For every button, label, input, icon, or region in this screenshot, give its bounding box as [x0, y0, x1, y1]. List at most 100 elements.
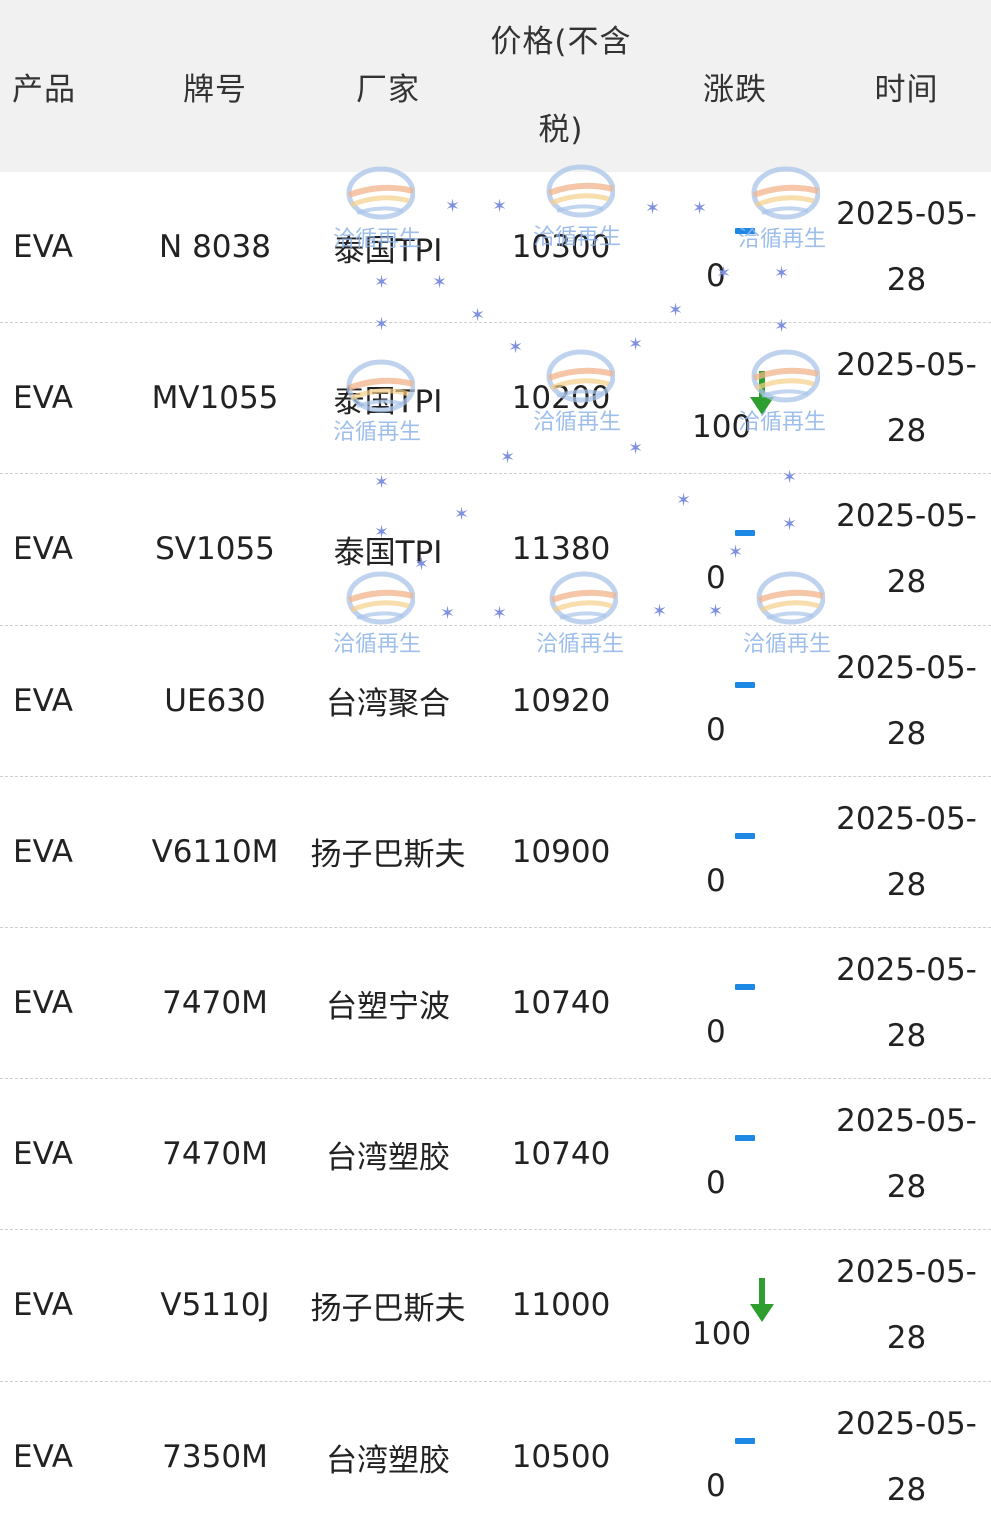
table-row[interactable]: EVA V5110J 扬子巴斯夫 11000 100 2025-05- 28 [0, 1230, 991, 1382]
watermark-star-icon: ✶ [645, 198, 661, 219]
watermark-star-icon: ✶ [414, 554, 430, 575]
cell-price: 11000 [511, 1287, 611, 1324]
cell-price: 10500 [511, 1439, 611, 1476]
cell-time-line2: 28 [886, 1320, 927, 1357]
cell-time-line1: 2025-05- [836, 196, 977, 233]
cell-time: 2025-05- 28 [822, 474, 991, 624]
cell-product: EVA [13, 1136, 74, 1173]
header-price-line1: 价格(不含 [490, 24, 632, 60]
cell-time: 2025-05- 28 [822, 1382, 991, 1526]
flat-indicator-icon [735, 530, 755, 537]
table-body: EVA N 8038 泰国TPI 10300 0 2025-05- 28 EVA… [0, 172, 991, 1526]
cell-grade: SV1055 [155, 531, 275, 568]
change-value: 0 [706, 258, 726, 294]
watermark-star-icon: ✶ [500, 447, 516, 468]
table-row[interactable]: EVA 7350M 台湾塑胶 10500 0 2025-05- 28 [0, 1382, 991, 1526]
table-row[interactable]: EVA N 8038 泰国TPI 10300 0 2025-05- 28 [0, 172, 991, 324]
watermark-star-icon: ✶ [774, 316, 790, 337]
cell-change: 0 [660, 1382, 800, 1526]
watermark-star-icon: ✶ [492, 603, 508, 624]
cell-price: 10300 [511, 229, 611, 266]
cell-grade: N 8038 [159, 229, 271, 266]
watermark-star-icon: ✶ [440, 603, 456, 624]
cell-product: EVA [13, 985, 74, 1022]
watermark-star-icon: ✶ [374, 472, 390, 493]
cell-grade: UE630 [164, 682, 266, 719]
watermark-star-icon: ✶ [716, 263, 732, 284]
cell-time-line1: 2025-05- [836, 1103, 977, 1140]
cell-time: 2025-05- 28 [822, 1230, 991, 1380]
cell-price: 11380 [511, 531, 611, 568]
cell-maker: 台湾塑胶 [326, 1139, 450, 1176]
cell-grade: V6110M [151, 833, 279, 870]
cell-change: 0 [660, 626, 800, 776]
flat-indicator-icon [735, 832, 755, 839]
watermark-star-icon: ✶ [445, 196, 461, 217]
watermark-star-icon: ✶ [374, 522, 390, 543]
watermark-star-icon: ✶ [728, 542, 744, 563]
watermark-star-icon: ✶ [668, 300, 684, 321]
cell-time-line2: 28 [886, 1018, 927, 1055]
cell-maker: 泰国TPI [333, 534, 443, 571]
flat-indicator-icon [735, 1135, 755, 1142]
watermark-star-icon: ✶ [374, 314, 390, 335]
watermark-star-icon: ✶ [782, 467, 798, 488]
watermark-star-icon: ✶ [692, 198, 708, 219]
watermark-star-icon: ✶ [628, 334, 644, 355]
watermark-star-icon: ✶ [432, 272, 448, 293]
cell-maker: 台塑宁波 [326, 988, 450, 1025]
cell-change: 0 [660, 777, 800, 927]
header-time: 时间 [874, 71, 939, 108]
cell-change: 100 [660, 323, 800, 473]
cell-grade: MV1055 [151, 380, 279, 417]
table-row[interactable]: EVA V6110M 扬子巴斯夫 10900 0 2025-05- 28 [0, 777, 991, 928]
cell-change: 100 [660, 1230, 800, 1380]
cell-maker: 泰国TPI [333, 232, 443, 269]
header-grade: 牌号 [183, 71, 247, 108]
down-arrow-icon [750, 371, 774, 416]
cell-price: 10920 [511, 682, 611, 719]
cell-product: EVA [13, 380, 74, 417]
header-product: 产品 [12, 71, 76, 108]
cell-time: 2025-05- 28 [822, 172, 991, 322]
table-row[interactable]: EVA 7470M 台湾塑胶 10740 0 2025-05- 28 [0, 1079, 991, 1231]
watermark-star-icon: ✶ [708, 601, 724, 622]
watermark-star-icon: ✶ [508, 337, 524, 358]
cell-maker: 扬子巴斯夫 [310, 837, 466, 874]
cell-price: 10740 [511, 1136, 611, 1173]
cell-change: 0 [660, 172, 800, 322]
table-row[interactable]: EVA UE630 台湾聚合 10920 0 2025-05- 28 [0, 626, 991, 777]
table-row[interactable]: EVA MV1055 泰国TPI 10200 100 2025-05- 28 [0, 323, 991, 475]
down-arrow-icon [750, 1278, 774, 1323]
flat-indicator-icon [735, 681, 755, 688]
cell-time-line1: 2025-05- [836, 347, 977, 384]
cell-time: 2025-05- 28 [822, 626, 991, 776]
watermark-star-icon: ✶ [676, 490, 692, 511]
cell-time: 2025-05- 28 [822, 777, 991, 927]
cell-change: 0 [660, 928, 800, 1078]
cell-change: 0 [660, 1079, 800, 1229]
cell-time-line1: 2025-05- [836, 952, 977, 989]
cell-product: EVA [13, 1287, 74, 1324]
cell-product: EVA [13, 531, 74, 568]
watermark-star-icon: ✶ [774, 263, 790, 284]
cell-time-line2: 28 [886, 1169, 927, 1206]
flat-indicator-icon [735, 228, 755, 234]
watermark-star-icon: ✶ [782, 514, 798, 535]
cell-time-line1: 2025-05- [836, 1406, 977, 1443]
cell-time-line2: 28 [886, 413, 927, 450]
table-header: 产品 牌号 厂家 价格(不含 税) 涨跌 时间 [0, 0, 991, 172]
cell-time-line2: 28 [886, 564, 927, 601]
table-row[interactable]: EVA 7470M 台塑宁波 10740 0 2025-05- 28 [0, 928, 991, 1080]
cell-time: 2025-05- 28 [822, 1079, 991, 1229]
table-row[interactable]: EVA SV1055 泰国TPI 11380 0 2025-05- 28 [0, 474, 991, 626]
cell-grade: 7470M [162, 1136, 268, 1173]
header-price-line2: 税) [538, 112, 584, 148]
cell-maker: 台湾聚合 [326, 686, 450, 723]
cell-product: EVA [13, 1439, 74, 1476]
cell-maker: 台湾塑胶 [326, 1442, 450, 1479]
change-value: 0 [706, 1467, 726, 1504]
change-value: 0 [706, 560, 726, 597]
change-value: 0 [706, 862, 726, 899]
cell-grade: V5110J [160, 1287, 270, 1324]
